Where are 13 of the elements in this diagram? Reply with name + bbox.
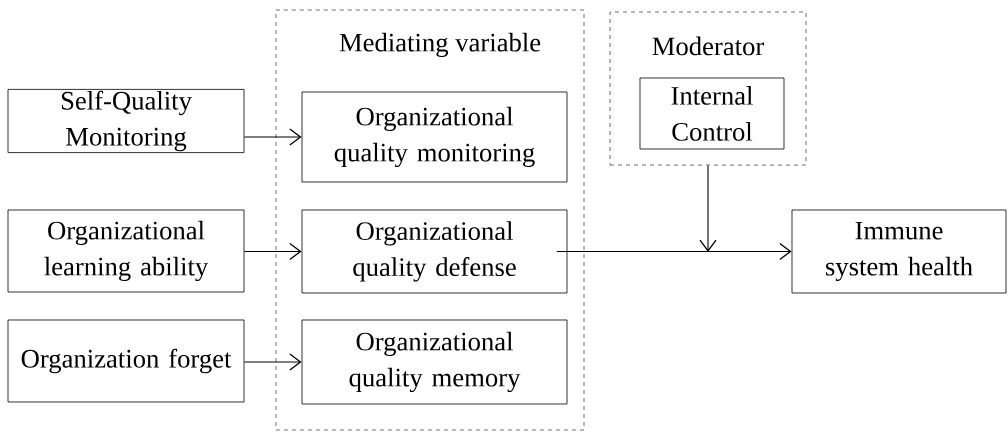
arrow	[243, 242, 302, 261]
arrow	[243, 353, 302, 371]
arrow	[556, 242, 792, 261]
variable-box: Organizational quality monitoring	[301, 91, 568, 183]
arrow	[699, 164, 717, 252]
arrow	[243, 128, 302, 146]
variable-box: Immune system health	[791, 209, 1007, 294]
variable-box: Organizational quality defense	[301, 209, 568, 294]
variable-box: Organization forget	[7, 319, 245, 403]
variable-box: Organizational quality memory	[301, 319, 568, 405]
variable-box: Organizational learning ability	[7, 209, 245, 293]
variable-box: Self-Quality Monitoring	[7, 89, 245, 153]
variable-box: Internal Control	[639, 77, 785, 150]
